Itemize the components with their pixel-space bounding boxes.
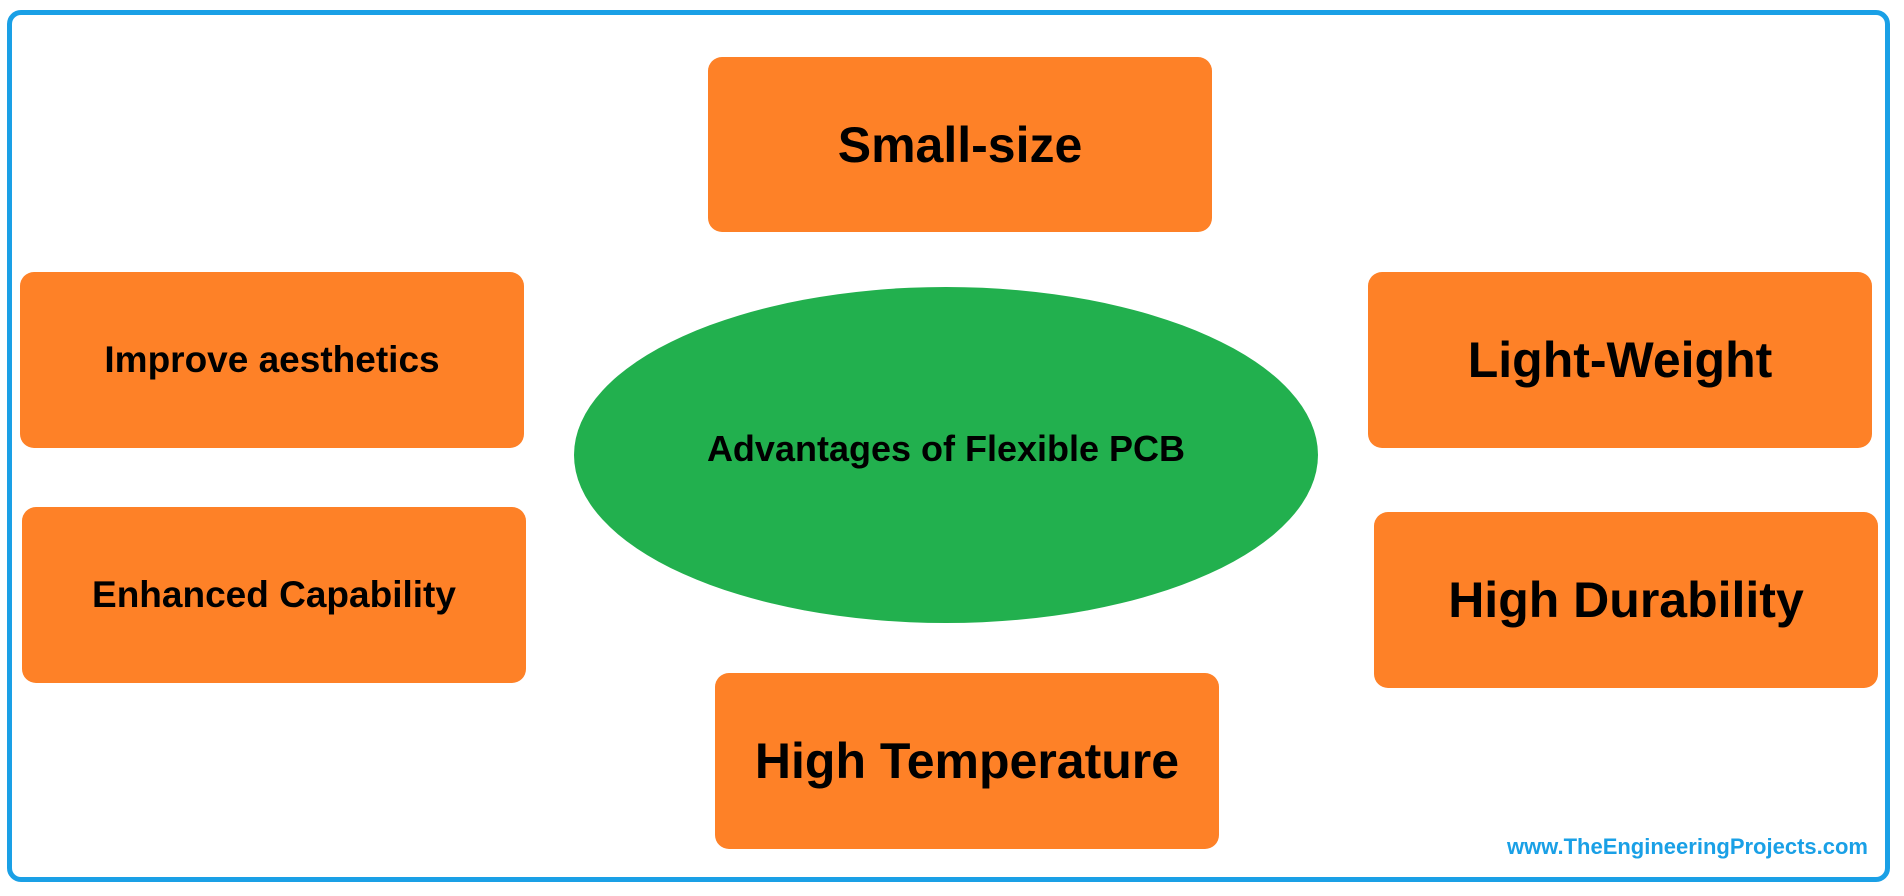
advantage-box-light-weight: Light-Weight — [1368, 272, 1872, 448]
advantage-box-small-size: Small-size — [708, 57, 1212, 232]
advantage-label: High Temperature — [754, 733, 1180, 789]
advantage-label: Enhanced Capability — [92, 574, 456, 615]
advantage-label: High Durability — [1448, 572, 1804, 628]
advantage-label: Light-Weight — [1467, 332, 1773, 388]
center-ellipse: Advantages of Flexible PCB — [574, 287, 1318, 623]
advantage-box-high-temperature: High Temperature — [715, 673, 1219, 849]
advantage-label: Small-size — [837, 116, 1083, 173]
advantage-box-enhanced-capability: Enhanced Capability — [22, 507, 526, 683]
advantage-box-improve-aesthetics: Improve aesthetics — [20, 272, 524, 448]
watermark-url: www.TheEngineeringProjects.com — [1506, 834, 1868, 859]
advantage-box-high-durability: High Durability — [1374, 512, 1878, 688]
advantage-label: Improve aesthetics — [104, 339, 440, 380]
center-title: Advantages of Flexible PCB — [706, 428, 1186, 469]
